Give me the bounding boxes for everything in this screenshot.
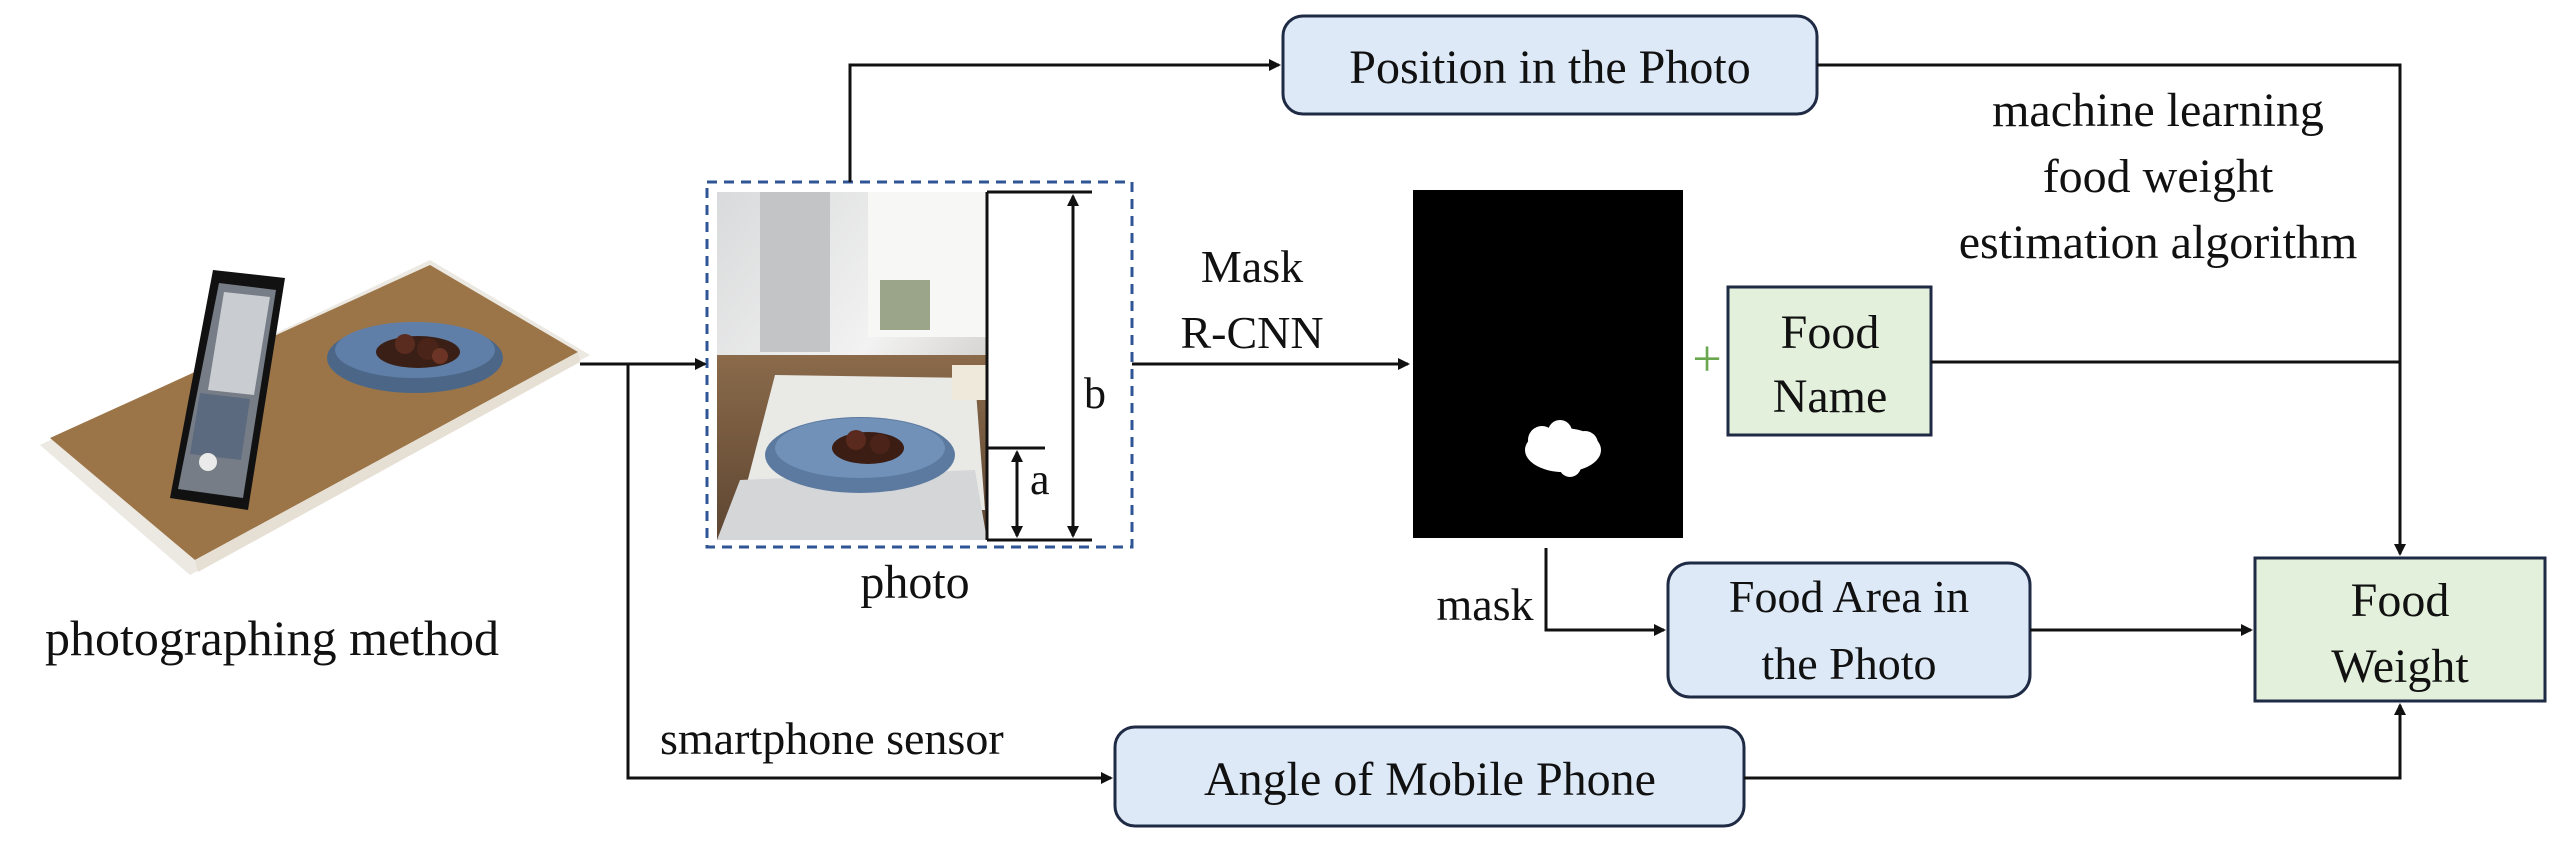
- dim-a-label: a: [1030, 455, 1050, 504]
- svg-text:Position in the Photo: Position in the Photo: [1349, 41, 1750, 94]
- connector-position-to-weight: [1817, 63, 2406, 556]
- food-weight-box: Food Weight: [2253, 556, 2547, 703]
- photographing-method-label: photographing method: [45, 610, 499, 666]
- connector-angle-to-weight: [1744, 703, 2406, 780]
- ml-label-line2: food weight: [2043, 150, 2274, 203]
- photo-label: photo: [860, 556, 969, 609]
- svg-text:Name: Name: [1773, 370, 1888, 423]
- mask-blob: [1525, 420, 1601, 477]
- phone-illustration: [170, 270, 285, 510]
- food-area-box: Food Area in the Photo: [1666, 561, 2032, 699]
- smartphone-sensor-label: smartphone sensor: [660, 713, 1004, 764]
- svg-text:the Photo: the Photo: [1761, 638, 1936, 689]
- ml-label-line3: estimation algorithm: [1959, 216, 2358, 269]
- plus-sign: +: [1692, 331, 1721, 388]
- photographing-illustration: [40, 260, 590, 575]
- photo-image: [717, 192, 987, 540]
- svg-text:Angle of Mobile Phone: Angle of Mobile Phone: [1204, 753, 1656, 806]
- svg-text:Food: Food: [1781, 306, 1880, 359]
- connector-photo-to-position: [848, 59, 1281, 182]
- plate-illustration: [327, 322, 503, 393]
- connector-to-angle: [626, 364, 1113, 784]
- food-name-box: Food Name: [1726, 285, 1933, 437]
- connector-mask-to-food-area: [1544, 548, 1666, 636]
- mask-rcnn-label-line2: R-CNN: [1180, 307, 1323, 358]
- board-edge: [195, 352, 580, 572]
- mask-label: mask: [1436, 579, 1533, 630]
- mask-rcnn-label-line1: Mask: [1201, 241, 1303, 292]
- angle-box: Angle of Mobile Phone: [1113, 725, 1746, 828]
- photo-dashed-frame: [705, 180, 1134, 549]
- svg-text:Food: Food: [2351, 574, 2450, 627]
- mask-image: [1413, 190, 1683, 538]
- dim-b-label: b: [1084, 369, 1106, 418]
- svg-text:Weight: Weight: [2331, 640, 2469, 693]
- ml-label-line1: machine learning: [1992, 84, 2324, 137]
- svg-text:Food Area in: Food Area in: [1729, 571, 1969, 622]
- position-box: Position in the Photo: [1281, 14, 1819, 116]
